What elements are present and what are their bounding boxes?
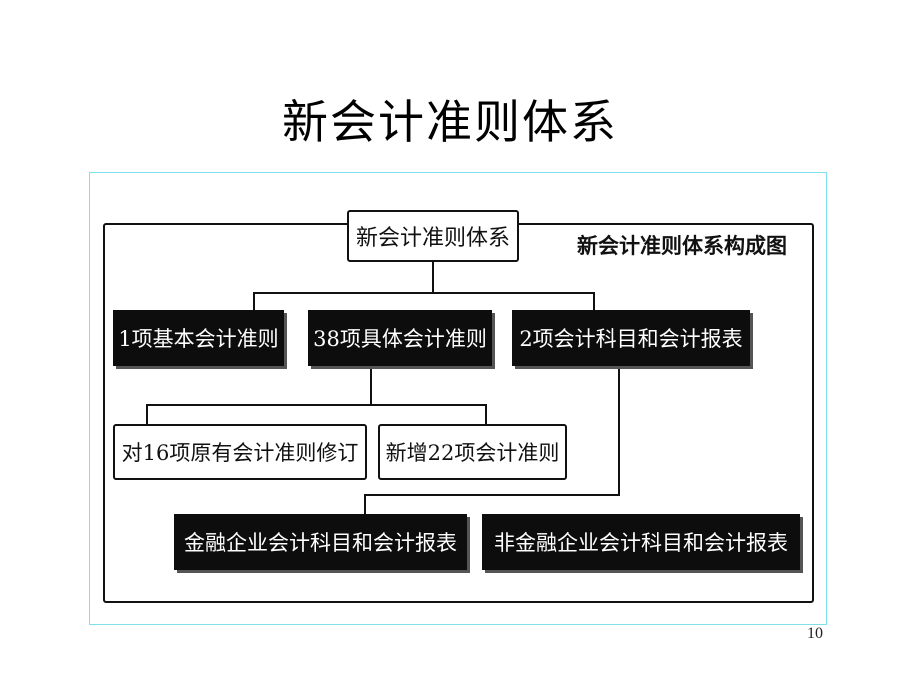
node-accounts-and-reports: 2项会计科目和会计报表: [512, 310, 750, 366]
connector-level1-right: [593, 292, 595, 310]
node-financial-reports: 金融企业会计科目和会计报表: [174, 514, 467, 570]
connector-specific-bus: [146, 404, 487, 406]
diagram-caption: 新会计准则体系构成图: [577, 234, 787, 258]
connector-reports-bus: [364, 494, 620, 496]
node-specific-standards: 38项具体会计准则: [308, 310, 492, 366]
connector-specific-down: [370, 366, 372, 406]
diagram-picture-frame: [89, 172, 827, 625]
node-revised-standards: 对16项原有会计准则修订: [113, 424, 367, 480]
node-new-standards: 新增22项会计准则: [378, 424, 567, 480]
connector-specific-left: [146, 404, 148, 424]
page-number: 10: [807, 625, 823, 642]
slide-title: 新会计准则体系: [282, 95, 618, 149]
connector-reports-down: [618, 366, 620, 494]
connector-level1-bus: [253, 292, 595, 294]
node-basic-standard: 1项基本会计准则: [113, 310, 284, 366]
node-root: 新会计准则体系: [347, 210, 519, 262]
connector-level1-left: [253, 292, 255, 310]
node-nonfinancial-reports: 非金融企业会计科目和会计报表: [482, 514, 800, 570]
connector-root-down: [432, 262, 434, 294]
connector-reports-left: [364, 494, 366, 514]
connector-specific-right: [485, 404, 487, 424]
